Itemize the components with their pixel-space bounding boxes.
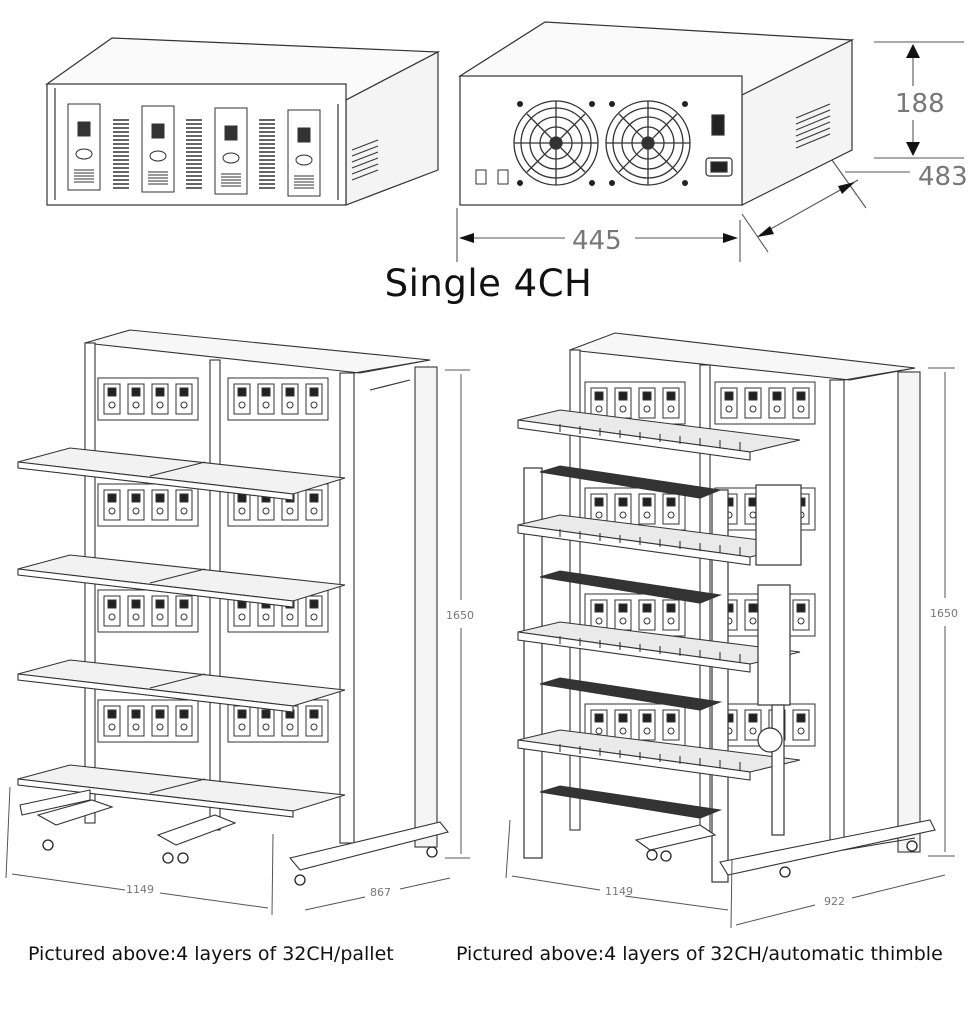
thimble-tray: [517, 621, 801, 711]
caption-left: Pictured above:4 layers of 32CH/pallet: [28, 943, 394, 965]
thimble-tray: [517, 729, 801, 819]
channel-module: [714, 381, 816, 425]
channel-module: [67, 103, 101, 191]
dimension-width: 1149: [126, 883, 154, 896]
pallet-shelf: [17, 554, 346, 608]
dimension-height: 188: [895, 89, 945, 119]
thimble-tray: [517, 514, 801, 604]
dimension-height: 1650: [446, 609, 474, 622]
channel-module: [97, 483, 199, 527]
dimension-width: 445: [572, 226, 622, 256]
pallet-shelf: [17, 447, 346, 501]
fan-icon: [513, 100, 599, 186]
dimension-depth: 483: [918, 162, 968, 192]
fan-icon: [605, 100, 691, 186]
channel-module: [97, 589, 199, 633]
caption-right: Pictured above:4 layers of 32CH/automati…: [456, 943, 943, 965]
channel-module: [584, 593, 686, 637]
pallet-shelf: [17, 764, 346, 818]
power-switch-icon: [711, 114, 725, 136]
channel-module: [97, 699, 199, 743]
page-title: Single 4CH: [384, 262, 593, 305]
power-socket-icon: [705, 157, 733, 177]
channel-module: [214, 107, 248, 195]
channel-module: [141, 105, 175, 193]
dimension-depth: 867: [370, 886, 391, 899]
channel-module: [227, 377, 329, 421]
dimension-height: 1650: [930, 607, 958, 620]
channel-module: [97, 377, 199, 421]
thimble-tray: [517, 409, 801, 499]
dimension-width: 1149: [605, 885, 633, 898]
pallet-shelf: [17, 659, 346, 713]
channel-module: [287, 109, 321, 197]
dimension-depth: 922: [824, 895, 845, 908]
